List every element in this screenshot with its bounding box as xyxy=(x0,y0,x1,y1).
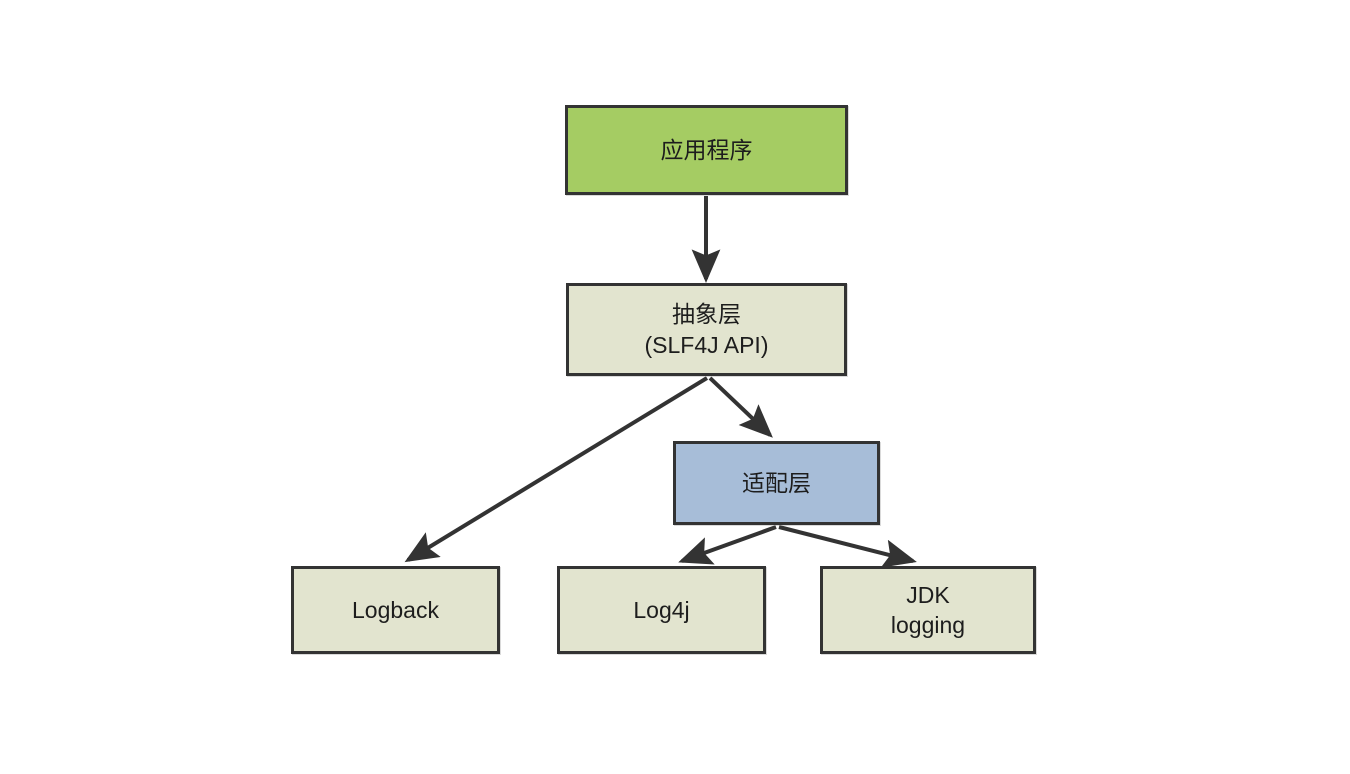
node-application-label: 应用程序 xyxy=(660,136,753,163)
node-jdk-logging: JDK logging xyxy=(820,566,1036,654)
node-adapter-layer: 适配层 xyxy=(673,441,880,525)
edge-abstraction-to-logback xyxy=(404,376,709,563)
node-application: 应用程序 xyxy=(565,105,848,195)
node-jdk-logging-label: JDK logging xyxy=(890,581,966,638)
edge-abstraction-to-adapter xyxy=(708,376,773,438)
node-adapter-layer-label: 适配层 xyxy=(742,469,811,496)
edge-adapter-to-log4j xyxy=(678,525,777,565)
node-log4j-label: Log4j xyxy=(633,596,690,623)
node-logback: Logback xyxy=(291,566,500,654)
edge-adapter-to-jdk xyxy=(778,525,917,568)
node-log4j: Log4j xyxy=(557,566,766,654)
node-logback-label: Logback xyxy=(352,596,439,623)
node-abstraction-layer: 抽象层 (SLF4J API) xyxy=(566,283,847,376)
node-abstraction-layer-label: 抽象层 (SLF4J API) xyxy=(644,301,769,358)
